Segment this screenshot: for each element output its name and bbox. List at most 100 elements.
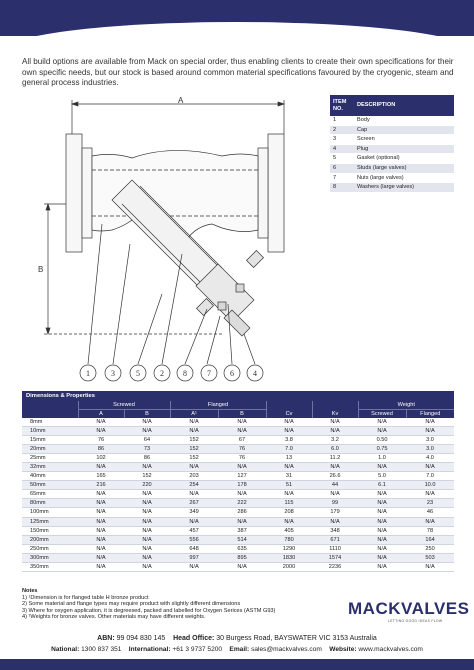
value-cell: N/A bbox=[358, 526, 407, 536]
value-cell: 348 bbox=[312, 526, 359, 536]
item-no-header: ITEM NO. bbox=[330, 95, 354, 116]
dimensions-column-row: A B A¹ B Cv Kv Screwed Flanged bbox=[22, 409, 455, 418]
value-cell: 115 bbox=[266, 498, 313, 509]
value-cell: 67 bbox=[218, 435, 267, 446]
weight-group-header: Weight bbox=[357, 401, 455, 410]
item-number: 8 bbox=[330, 182, 354, 193]
size-group-header bbox=[22, 401, 78, 410]
value-cell: N/A bbox=[218, 426, 267, 437]
value-cell: N/A bbox=[170, 462, 219, 473]
value-cell: 671 bbox=[312, 535, 359, 545]
value-cell: 7.0 bbox=[266, 444, 313, 455]
value-cell: 405 bbox=[266, 526, 313, 536]
logo-wordmark: MACKVALVES bbox=[348, 599, 470, 618]
value-cell: N/A bbox=[358, 517, 407, 527]
size-cell: 100mm bbox=[22, 507, 78, 518]
email-link[interactable]: sales@mackvalves.com bbox=[251, 646, 322, 653]
column-header: Flanged bbox=[405, 409, 455, 418]
value-cell: 6.1 bbox=[358, 480, 407, 491]
value-cell: N/A bbox=[312, 489, 359, 500]
size-cell: 150mm bbox=[22, 526, 78, 536]
callout-label: 2 bbox=[160, 369, 164, 378]
value-cell: 44 bbox=[312, 480, 359, 491]
value-cell: 152 bbox=[170, 453, 219, 464]
item-description: Screen bbox=[354, 134, 454, 145]
callout-circle bbox=[129, 364, 147, 382]
item-description: Body bbox=[354, 116, 454, 126]
item-description: Gasket (optional) bbox=[354, 153, 454, 164]
dimensions-section: Dimensions & Properties Screwed Flanged … bbox=[22, 391, 455, 572]
size-cell: 10mm bbox=[22, 426, 78, 437]
value-cell: N/A bbox=[78, 526, 124, 536]
value-cell: N/A bbox=[124, 526, 171, 536]
value-cell: 26.6 bbox=[312, 471, 359, 482]
value-cell: N/A bbox=[170, 418, 219, 428]
kv-group-header bbox=[311, 401, 359, 410]
value-cell: N/A bbox=[406, 517, 455, 527]
note-line: 1) ¹Dimension is for flanged table H bro… bbox=[22, 594, 149, 601]
value-cell: N/A bbox=[218, 418, 267, 428]
email-label: Email: bbox=[229, 646, 250, 653]
value-cell: 76 bbox=[218, 444, 267, 455]
size-cell: 125mm bbox=[22, 517, 78, 527]
value-cell: 267 bbox=[170, 498, 219, 509]
callout-circle bbox=[104, 364, 122, 382]
column-header: A bbox=[77, 409, 124, 418]
value-cell: 152 bbox=[124, 471, 171, 482]
callout-label: 3 bbox=[111, 369, 115, 378]
value-cell: 3.8 bbox=[266, 435, 313, 446]
footer: ABN: 99 094 830 145 Head Office: 30 Burg… bbox=[0, 633, 474, 670]
item-description: Cap bbox=[354, 125, 454, 136]
value-cell: 222 bbox=[218, 498, 267, 509]
value-cell: 102 bbox=[78, 453, 124, 464]
value-cell: 152 bbox=[170, 435, 219, 446]
value-cell: 635 bbox=[218, 544, 267, 554]
value-cell: 5.0 bbox=[358, 471, 407, 482]
value-cell: 31 bbox=[266, 471, 313, 482]
value-cell: N/A bbox=[406, 426, 455, 437]
item-description: Nuts (large valves) bbox=[354, 173, 454, 184]
value-cell: 250 bbox=[406, 544, 455, 554]
value-cell: N/A bbox=[406, 489, 455, 500]
callout-label: 8 bbox=[183, 369, 187, 378]
value-cell: N/A bbox=[218, 562, 267, 572]
value-cell: N/A bbox=[170, 517, 219, 527]
column-header: B bbox=[217, 409, 267, 418]
value-cell: 64 bbox=[124, 435, 171, 446]
value-cell: 164 bbox=[406, 535, 455, 545]
size-cell: 50mm bbox=[22, 480, 78, 491]
value-cell: N/A bbox=[312, 517, 359, 527]
value-cell: N/A bbox=[170, 426, 219, 437]
value-cell: N/A bbox=[358, 544, 407, 554]
value-cell: N/A bbox=[358, 553, 407, 563]
size-cell: 80mm bbox=[22, 498, 78, 509]
value-cell: N/A bbox=[170, 562, 219, 572]
website-link[interactable]: www.mackvalves.com bbox=[358, 646, 423, 653]
callout-circle bbox=[79, 364, 97, 382]
value-cell: N/A bbox=[78, 462, 124, 473]
dim-b-label: B bbox=[38, 265, 43, 274]
value-cell: 165 bbox=[78, 471, 124, 482]
value-cell: 86 bbox=[78, 444, 124, 455]
size-cell: 65mm bbox=[22, 489, 78, 500]
value-cell: 13 bbox=[266, 453, 313, 464]
value-cell: N/A bbox=[124, 517, 171, 527]
value-cell: N/A bbox=[124, 498, 171, 509]
intro-paragraph: All build options are available from Mac… bbox=[22, 57, 454, 88]
value-cell: N/A bbox=[124, 489, 171, 500]
note-line: 3) Where for oxygen application, it is d… bbox=[22, 607, 276, 614]
size-cell: 32mm bbox=[22, 462, 78, 473]
office-label: Head Office: bbox=[173, 635, 215, 642]
size-cell: 200mm bbox=[22, 535, 78, 545]
